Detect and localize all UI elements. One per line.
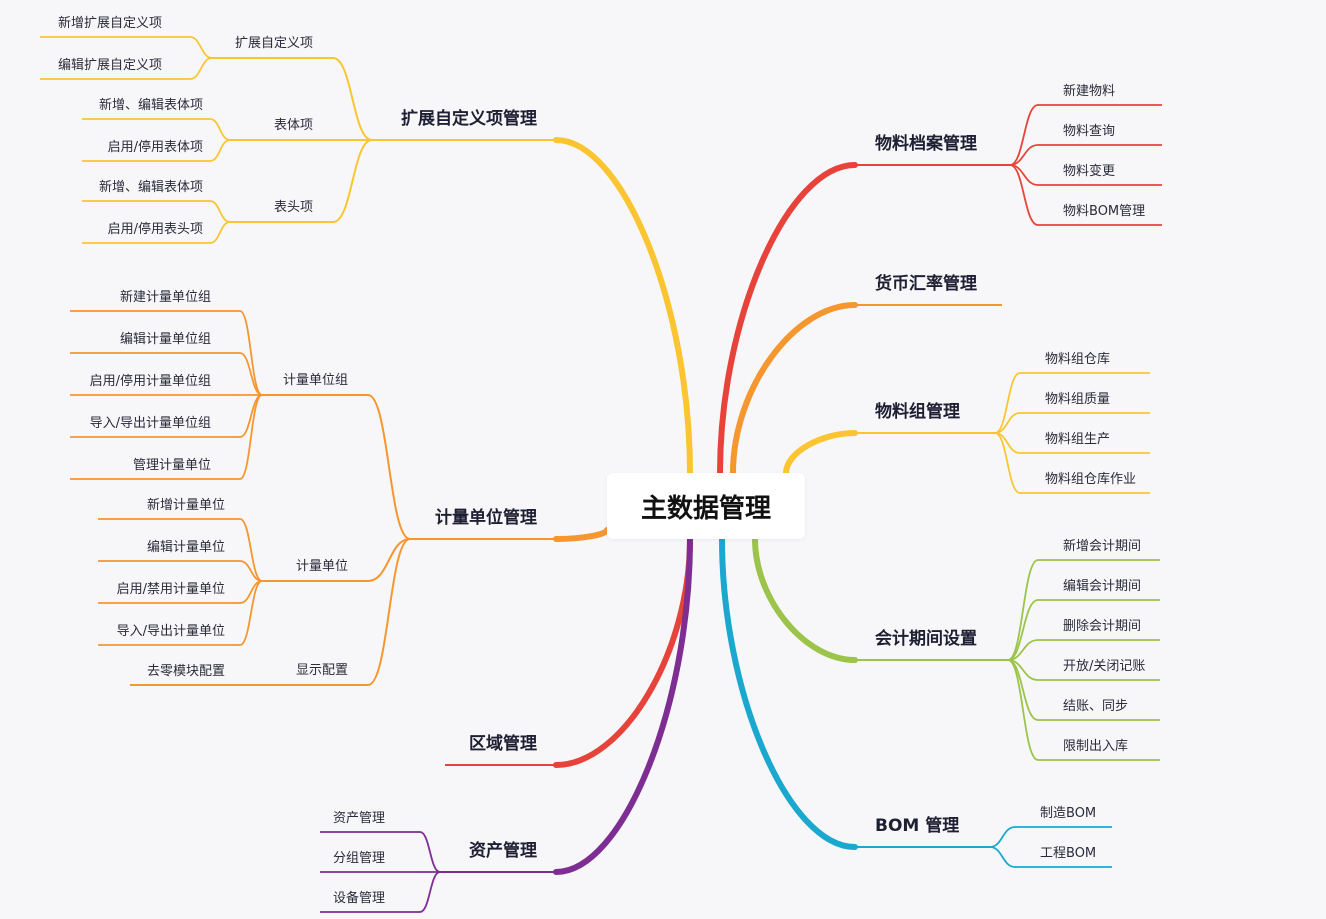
leaf-label[interactable]: 结账、同步	[1063, 699, 1128, 714]
branch-label[interactable]: 区域管理	[469, 733, 537, 754]
group-connector	[332, 139, 373, 223]
root-title: 主数据管理	[640, 493, 771, 524]
leaf-connector	[989, 826, 1016, 848]
leaf-connector	[994, 372, 1021, 434]
trunk-line	[752, 536, 858, 663]
leaf-connector	[1007, 639, 1039, 661]
leaf-label[interactable]: 制造BOM	[1040, 806, 1096, 821]
leaf-connector	[189, 57, 213, 80]
leaf-connector	[239, 518, 263, 582]
leaf-label[interactable]: 限制出入库	[1063, 738, 1128, 754]
branch-label[interactable]: 扩展自定义项管理	[401, 108, 537, 129]
group-label[interactable]: 显示配置	[296, 663, 348, 678]
leaf-connector	[1007, 559, 1039, 661]
leaf-label[interactable]: 物料组仓库作业	[1045, 471, 1136, 487]
leaf-label[interactable]: 物料查询	[1063, 124, 1115, 139]
leaf-label[interactable]: 工程BOM	[1040, 846, 1096, 861]
root-node[interactable]: 主数据管理	[607, 473, 805, 539]
leaf-label[interactable]: 去零模块配置	[147, 664, 225, 679]
group-label[interactable]: 计量单位	[296, 559, 348, 574]
trunk-line	[553, 536, 693, 875]
group-connector	[367, 538, 411, 582]
leaf-label[interactable]: 删除会计期间	[1063, 619, 1141, 634]
leaf-connector	[989, 846, 1016, 868]
leaf-label[interactable]: 物料变更	[1063, 163, 1115, 179]
leaf-label[interactable]: 编辑扩展自定义项	[58, 58, 162, 73]
group-label[interactable]: 扩展自定义项	[235, 36, 313, 51]
leaf-label[interactable]: 物料组质量	[1045, 392, 1110, 407]
branch-label[interactable]: 会计期间设置	[875, 628, 977, 649]
branch-label[interactable]: 物料组管理	[875, 401, 960, 422]
group-connector	[367, 394, 411, 540]
leaf-connector	[419, 831, 441, 873]
leaf-label[interactable]: 新增、编辑表体项	[99, 179, 203, 195]
leaf-connector	[994, 432, 1021, 494]
leaf-label[interactable]: 编辑会计期间	[1063, 579, 1141, 594]
leaf-label[interactable]: 新增扩展自定义项	[58, 15, 162, 31]
group-label[interactable]: 计量单位组	[283, 373, 348, 388]
leaf-connector	[419, 871, 441, 913]
leaf-connector	[239, 352, 263, 396]
leaf-connector	[1007, 599, 1039, 661]
leaf-label[interactable]: 管理计量单位	[133, 458, 211, 473]
leaf-connector	[239, 394, 263, 480]
leaf-connector	[1007, 659, 1039, 761]
node-labels: 扩展自定义项管理扩展自定义项新增扩展自定义项编辑扩展自定义项表体项新增、编辑表体…	[58, 15, 1145, 906]
leaf-label[interactable]: 设备管理	[333, 890, 385, 906]
leaf-label[interactable]: 新增、编辑表体项	[99, 97, 203, 113]
group-label[interactable]: 表头项	[274, 200, 313, 215]
trunk-line	[553, 536, 693, 768]
leaf-connector	[1009, 104, 1039, 166]
leaf-connector	[239, 310, 263, 396]
leaf-connector	[1009, 164, 1039, 226]
leaf-connector	[209, 139, 231, 162]
leaf-label[interactable]: 新建物料	[1063, 83, 1115, 99]
leaf-label[interactable]: 新增计量单位	[147, 497, 225, 513]
leaf-connector	[209, 221, 231, 244]
leaf-connector	[239, 560, 263, 582]
trunk-line	[553, 527, 610, 542]
trunk-line	[783, 430, 858, 476]
trunk-line	[730, 302, 858, 476]
branch-label[interactable]: 资产管理	[469, 840, 537, 861]
branch-label[interactable]: BOM 管理	[875, 815, 959, 836]
leaf-label[interactable]: 启用/停用表体项	[108, 139, 203, 155]
leaf-connector	[209, 118, 231, 141]
trunk-line	[553, 137, 693, 476]
leaf-label[interactable]: 物料BOM管理	[1063, 204, 1145, 219]
leaf-connector	[994, 412, 1021, 434]
leaf-label[interactable]: 导入/导出计量单位组	[90, 416, 211, 431]
leaf-label[interactable]: 启用/禁用计量单位	[117, 582, 225, 597]
group-label[interactable]: 表体项	[274, 118, 313, 133]
group-connector	[332, 57, 373, 141]
branch-label[interactable]: 物料档案管理	[875, 133, 977, 154]
group-connector	[367, 538, 411, 686]
leaf-label[interactable]: 物料组仓库	[1045, 351, 1110, 367]
branch-label[interactable]: 货币汇率管理	[875, 273, 977, 294]
leaf-label[interactable]: 物料组生产	[1045, 432, 1110, 447]
connector-lines	[40, 36, 1162, 913]
trunk-line	[719, 536, 858, 850]
leaf-connector	[209, 200, 231, 223]
leaf-label[interactable]: 编辑计量单位组	[120, 332, 211, 347]
leaf-label[interactable]: 导入/导出计量单位	[117, 624, 225, 639]
leaf-label[interactable]: 新增会计期间	[1063, 538, 1141, 554]
leaf-label[interactable]: 开放/关闭记账	[1063, 659, 1145, 674]
leaf-label[interactable]: 启用/停用计量单位组	[90, 373, 211, 389]
leaf-label[interactable]: 分组管理	[333, 851, 385, 866]
leaf-label[interactable]: 启用/停用表头项	[108, 221, 203, 237]
leaf-connector	[189, 36, 213, 59]
leaf-connector	[1009, 144, 1039, 166]
trunk-line	[717, 162, 858, 476]
leaf-label[interactable]: 编辑计量单位	[147, 540, 225, 555]
branch-label[interactable]: 计量单位管理	[435, 507, 537, 528]
leaf-label[interactable]: 资产管理	[333, 811, 385, 826]
leaf-connector	[239, 580, 263, 646]
leaf-label[interactable]: 新建计量单位组	[120, 289, 211, 305]
